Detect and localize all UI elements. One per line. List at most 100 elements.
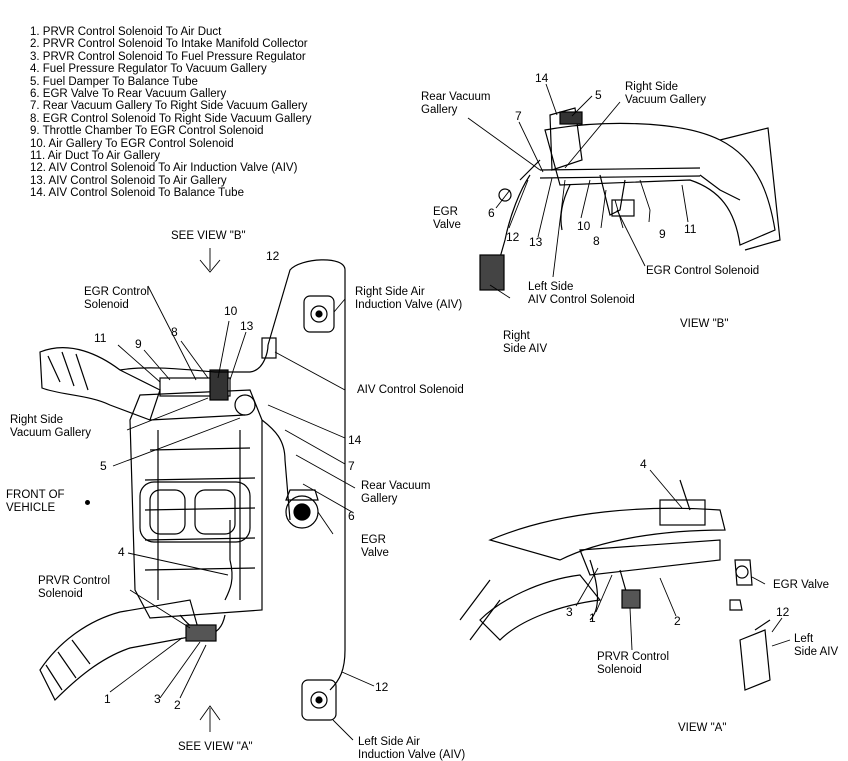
front-of-vehicle-marker (85, 500, 90, 505)
main-callout-11: 11 (94, 331, 107, 345)
legend-item-11: 11. Air Duct To Air Gallery (30, 150, 160, 163)
main-callout-14: 14 (348, 433, 362, 447)
main-lower-air-duct (39, 599, 201, 702)
label-line: Side AIV (794, 645, 839, 658)
hose-legend: 1. PRVR Control Solenoid To Air Duct 2. … (30, 26, 311, 200)
label-line: Left (794, 633, 814, 645)
legend-item-1: 1. PRVR Control Solenoid To Air Duct (30, 26, 222, 38)
view-a-callout-4: 4 (640, 457, 647, 471)
label-line: Solenoid (597, 663, 642, 676)
main-callout-7: 7 (348, 459, 355, 473)
label-line: FRONT OF (6, 489, 65, 501)
main-egr-control-solenoid-label: EGR Control Solenoid (84, 286, 149, 311)
main-hose-12 (267, 259, 346, 691)
legend-item-5: 5. Fuel Damper To Balance Tube (30, 75, 198, 88)
view-b-callout-11: 11 (684, 222, 697, 236)
view-b-art (479, 107, 781, 291)
main-right-side-vacuum-gallery-label: Right Side Vacuum Gallery (10, 414, 91, 439)
label-line: Right Side Air (355, 286, 425, 298)
main-left-side-aiv-shape (301, 679, 337, 721)
label-line: Side AIV (503, 342, 548, 355)
main-left-side-aiv-label: Left Side Air Induction Valve (AIV) (358, 736, 465, 761)
label-line: Induction Valve (AIV) (355, 298, 463, 311)
view-a-prvr-control-solenoid-label: PRVR Control Solenoid (597, 651, 669, 676)
view-b-callout-5: 5 (595, 88, 602, 102)
view-a-egr-valve-label: EGR Valve (773, 579, 830, 591)
view-b-egr-control-solenoid-label: EGR Control Solenoid (646, 265, 760, 277)
view-b-right-side-vacuum-gallery-label: Right Side Vacuum Gallery (625, 81, 706, 106)
view-b-rear-vacuum-gallery-label: Rear Vacuum Gallery (421, 91, 490, 116)
view-a-callout-12: 12 (776, 605, 790, 619)
view-a-callout-1: 1 (589, 611, 596, 625)
view-a-art (459, 479, 771, 691)
view-a-leader-lines (575, 469, 791, 651)
front-of-vehicle-label: FRONT OF VEHICLE (6, 489, 65, 514)
main-prvr-solenoid-shape (185, 624, 217, 642)
label-line: Rear Vacuum (421, 91, 491, 103)
view-b-left-side-aiv-control-solenoid-label: Left Side AIV Control Solenoid (528, 281, 635, 306)
view-a-title: VIEW "A" (678, 722, 727, 734)
legend-item-10: 10. Air Gallery To EGR Control Solenoid (30, 137, 234, 150)
see-view-a-label: SEE VIEW "A" (178, 741, 253, 753)
main-callout-10: 10 (224, 304, 238, 318)
view-a-callout-2: 2 (674, 614, 681, 628)
view-a-left-side-aiv-label: Left Side AIV (794, 633, 838, 658)
label-line: Vacuum Gallery (10, 426, 91, 439)
label-line: AIV Control Solenoid (528, 293, 635, 306)
main-callout-12-top: 12 (266, 249, 280, 263)
main-egr-valve-shape (285, 489, 319, 529)
label-line: Gallery (421, 103, 458, 116)
label-line: Vacuum Gallery (625, 93, 706, 106)
main-aiv-control-solenoid-label: AIV Control Solenoid (357, 384, 464, 396)
view-b-callout-7: 7 (515, 109, 522, 123)
legend-item-14: 14. AIV Control Solenoid To Balance Tube (30, 187, 244, 200)
view-b-callout-9: 9 (659, 227, 666, 241)
main-hose-run-upper (119, 344, 269, 373)
view-b-callout-12: 12 (506, 230, 520, 244)
view-b-callout-10: 10 (577, 219, 591, 233)
main-hose-4 (224, 520, 233, 601)
main-egr-solenoid-shape (209, 369, 229, 401)
legend-item-13: 13. AIV Control Solenoid To Air Gallery (30, 174, 227, 187)
label-line: Solenoid (38, 587, 83, 600)
label-line: EGR Control (84, 286, 150, 298)
main-callout-8: 8 (171, 325, 178, 339)
main-callout-9: 9 (135, 337, 142, 351)
main-callout-6: 6 (348, 509, 355, 523)
legend-item-12: 12. AIV Control Solenoid To Air Inductio… (30, 162, 298, 175)
label-line: VEHICLE (6, 501, 56, 514)
main-hose-7 (261, 419, 291, 521)
view-b-title: VIEW "B" (680, 318, 729, 330)
label-line: Right Side (10, 414, 64, 426)
label-line: EGR (433, 206, 458, 218)
view-a-callout-3: 3 (566, 605, 573, 619)
main-balance-tube-fitting (234, 394, 256, 416)
main-aiv-control-solenoid-shape (261, 337, 277, 359)
label-line: PRVR Control (38, 575, 111, 587)
label-line: Right Side (625, 81, 679, 93)
legend-item-2: 2. PRVR Control Solenoid To Intake Manif… (30, 38, 308, 51)
label-line: Rear Vacuum (361, 480, 431, 492)
main-upper-air-duct (39, 347, 161, 421)
label-line: Valve (361, 546, 389, 559)
main-callout-13: 13 (240, 319, 254, 333)
label-line: Solenoid (84, 298, 129, 311)
main-callout-5: 5 (100, 459, 107, 473)
view-b-leader-lines (467, 83, 689, 299)
main-intake-manifold (129, 389, 263, 619)
legend-item-9: 9. Throttle Chamber To EGR Control Solen… (30, 125, 264, 138)
main-leader-lines (109, 248, 375, 741)
main-right-side-aiv-label: Right Side Air Induction Valve (AIV) (355, 286, 462, 311)
label-line: EGR (361, 534, 386, 546)
legend-item-3: 3. PRVR Control Solenoid To Fuel Pressur… (30, 50, 306, 63)
view-b-egr-valve-label: EGR Valve (433, 206, 461, 231)
view-b-callout-14: 14 (535, 71, 549, 85)
main-rear-vacuum-gallery-label: Rear Vacuum Gallery (361, 480, 430, 505)
main-prvr-control-solenoid-label: PRVR Control Solenoid (38, 575, 110, 600)
view-b-callout-13: 13 (529, 235, 543, 249)
main-callout-1: 1 (104, 692, 111, 706)
label-line: Right (503, 330, 530, 342)
see-view-b-label: SEE VIEW "B" (171, 230, 246, 242)
main-callout-4: 4 (118, 545, 125, 559)
